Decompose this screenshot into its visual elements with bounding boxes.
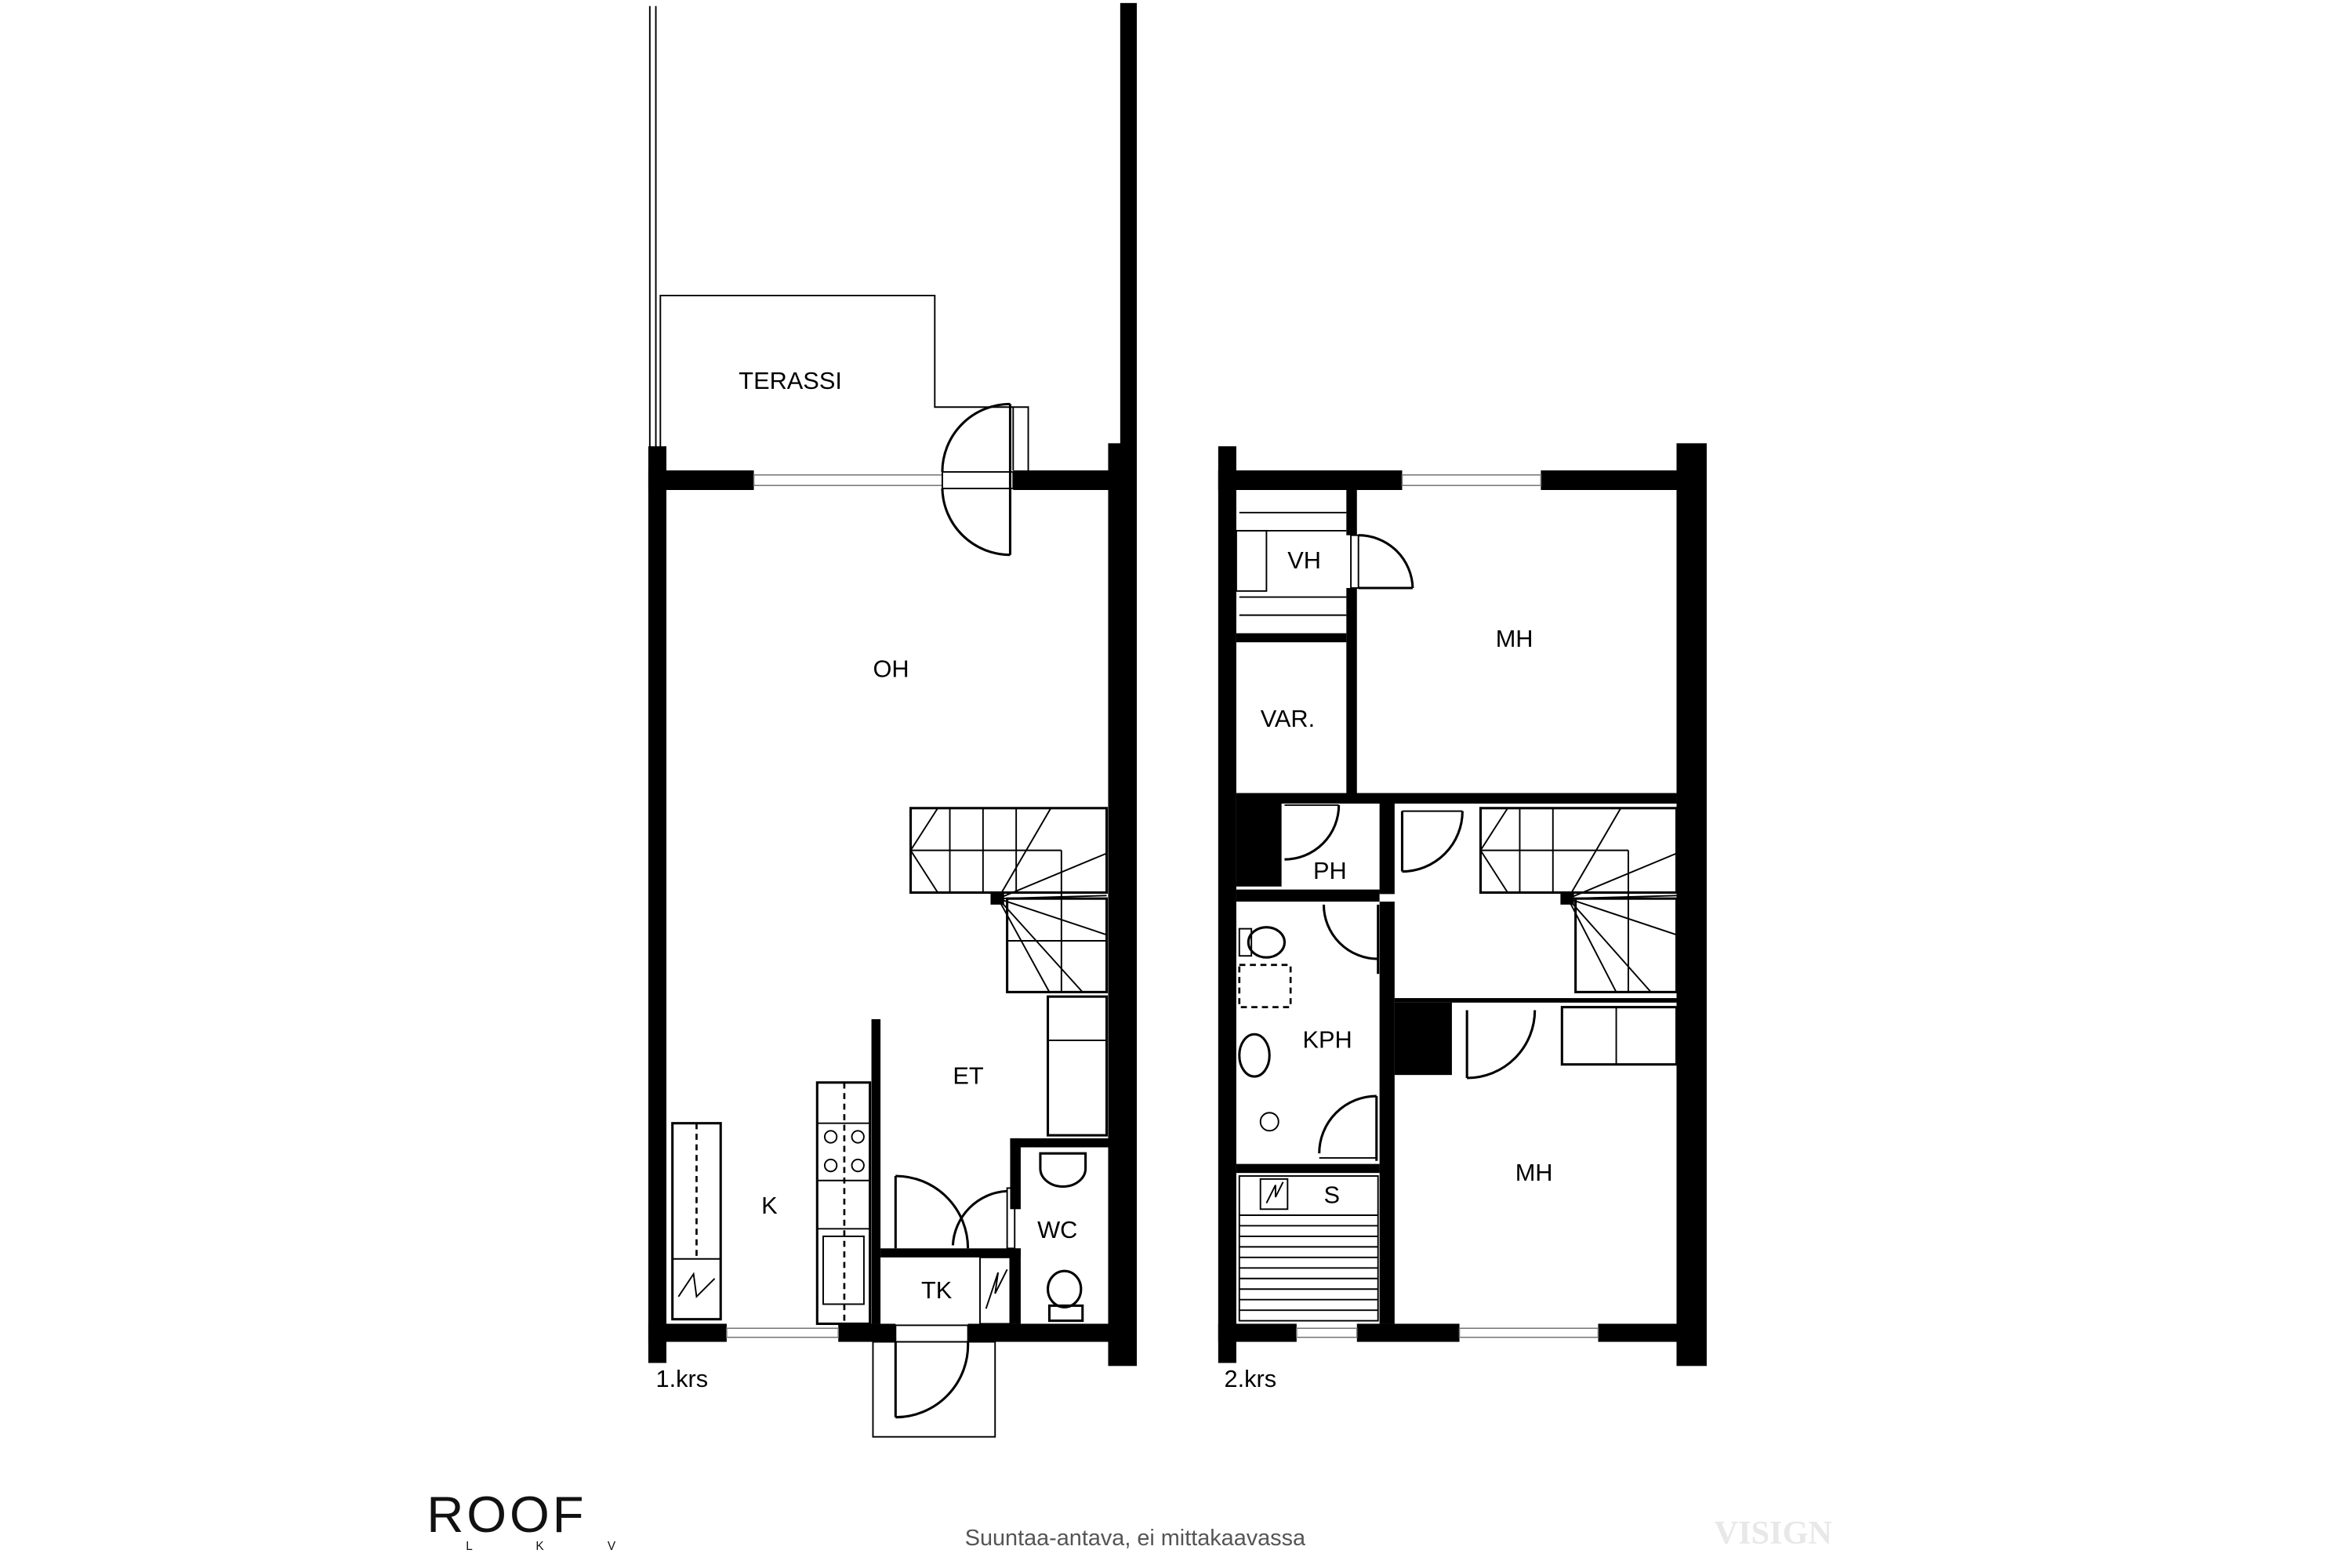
closet-vh-door[interactable] <box>1350 534 1414 590</box>
floor-1-plan: TERASSI OH ET K WC TK 1.krs <box>648 2 1137 1438</box>
room-label-wc: WC <box>1037 1216 1077 1243</box>
disclaimer-text: Suuntaa-antava, ei mittakaavassa <box>965 1526 1306 1551</box>
visign-watermark: VISIGN <box>1715 1515 1832 1552</box>
svg-text:L K V: L K V <box>466 1540 645 1553</box>
bedroom-bottom-door[interactable] <box>1465 1010 1537 1080</box>
exterior-walls-floor-2 <box>1218 443 1707 1367</box>
windows-floor-2[interactable] <box>1296 474 1599 1338</box>
wc-door[interactable] <box>951 1187 1016 1250</box>
kitchen-wall <box>871 1019 881 1324</box>
room-label-closet-vh: VH <box>1287 546 1321 574</box>
staircase-floor-1 <box>909 807 1109 993</box>
room-label-closet: TK <box>921 1276 953 1304</box>
room-label-hall-2: PH <box>1313 857 1347 884</box>
bathroom-door[interactable] <box>1322 904 1380 975</box>
sauna-benches <box>1238 1175 1379 1322</box>
front-door[interactable] <box>872 1324 996 1438</box>
room-label-terrace: TERASSI <box>739 367 842 394</box>
room-label-sauna: S <box>1323 1181 1340 1209</box>
bathroom-fixtures <box>1238 926 1292 1132</box>
room-label-kitchen: K <box>761 1192 778 1219</box>
kitchen-counter <box>671 1081 872 1326</box>
svg-text:ROOF: ROOF <box>426 1486 586 1543</box>
floor-label-1: 1.krs <box>656 1365 709 1392</box>
windows-floor-1[interactable] <box>726 474 943 1338</box>
room-label-hall: ET <box>953 1062 984 1090</box>
room-label-bathroom: KPH <box>1303 1026 1352 1054</box>
room-label-living: OH <box>873 655 909 682</box>
floor-label-2: 2.krs <box>1225 1365 1277 1392</box>
room-label-bedroom-bottom: MH <box>1515 1159 1553 1186</box>
wardrobe-floor-2 <box>1560 1006 1678 1066</box>
roof-lkv-logo: ROOF L K V <box>426 1486 645 1553</box>
closet-door[interactable] <box>894 1174 970 1249</box>
room-label-storage: VAR. <box>1261 705 1316 732</box>
sauna-door[interactable] <box>1318 1094 1378 1161</box>
floor-2-plan: VH MH VAR. PH KPH S MH 2.krs <box>1218 443 1707 1392</box>
terrace <box>648 2 1137 470</box>
staircase-floor-2 <box>1479 807 1678 993</box>
bedroom-top-door[interactable] <box>1400 810 1464 873</box>
exterior-walls-floor-1 <box>648 443 1137 1367</box>
wardrobe <box>1047 995 1109 1137</box>
electrical-cabinet <box>979 1256 1011 1325</box>
terrace-door[interactable] <box>941 402 1014 557</box>
wc-fixtures <box>1039 1152 1087 1323</box>
storage-door[interactable] <box>1284 804 1341 861</box>
closet-vh-shelves <box>1235 511 1347 616</box>
interior-walls-floor-2 <box>1236 490 1677 1324</box>
room-label-bedroom-top: MH <box>1496 625 1534 652</box>
